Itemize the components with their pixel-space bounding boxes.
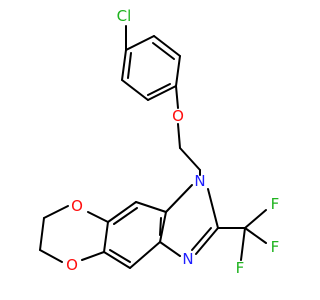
bond-layer <box>39 25 267 269</box>
bond <box>165 184 193 213</box>
bond <box>207 188 219 229</box>
bond <box>175 55 181 87</box>
bond <box>195 227 219 255</box>
bond <box>159 211 167 243</box>
bond <box>39 217 45 251</box>
bond <box>113 207 138 225</box>
bond <box>153 35 181 57</box>
bond <box>179 147 201 171</box>
bond <box>152 42 175 60</box>
bond <box>147 85 177 101</box>
atom-n1-label: N <box>194 172 205 190</box>
bond <box>191 227 212 251</box>
atom-f3-label: F <box>236 259 245 277</box>
bond <box>121 79 149 101</box>
bond <box>147 83 171 96</box>
bond <box>129 241 161 269</box>
bond <box>175 85 179 109</box>
atom-label-layer: Cl O N N O O F F F <box>66 7 279 277</box>
bond <box>125 35 155 51</box>
bond <box>43 205 69 219</box>
bond <box>107 201 137 223</box>
atom-o-ether-label: O <box>172 107 184 125</box>
atom-n3-label: N <box>182 250 193 268</box>
bond <box>103 251 131 269</box>
bond <box>39 249 63 263</box>
bond <box>159 217 162 236</box>
bond <box>121 49 127 81</box>
atom-cl-label: Cl <box>117 7 132 25</box>
atom-f1-label: F <box>271 195 280 213</box>
bond <box>87 211 109 223</box>
bond <box>109 249 131 263</box>
molecule-structure-diagram: Cl O N N O O F F F <box>39 7 279 277</box>
bond <box>103 221 109 253</box>
bond <box>177 123 181 149</box>
atom-f2-label: F <box>271 238 280 256</box>
bond <box>135 201 167 213</box>
bond <box>81 251 105 261</box>
bond <box>244 209 267 229</box>
bond <box>244 227 267 244</box>
bond <box>240 227 246 261</box>
atom-o-dioxane-bottom-label: O <box>66 256 78 274</box>
bond <box>127 52 132 79</box>
atom-o-dioxane-top-label: O <box>71 197 83 215</box>
bond <box>159 241 181 257</box>
